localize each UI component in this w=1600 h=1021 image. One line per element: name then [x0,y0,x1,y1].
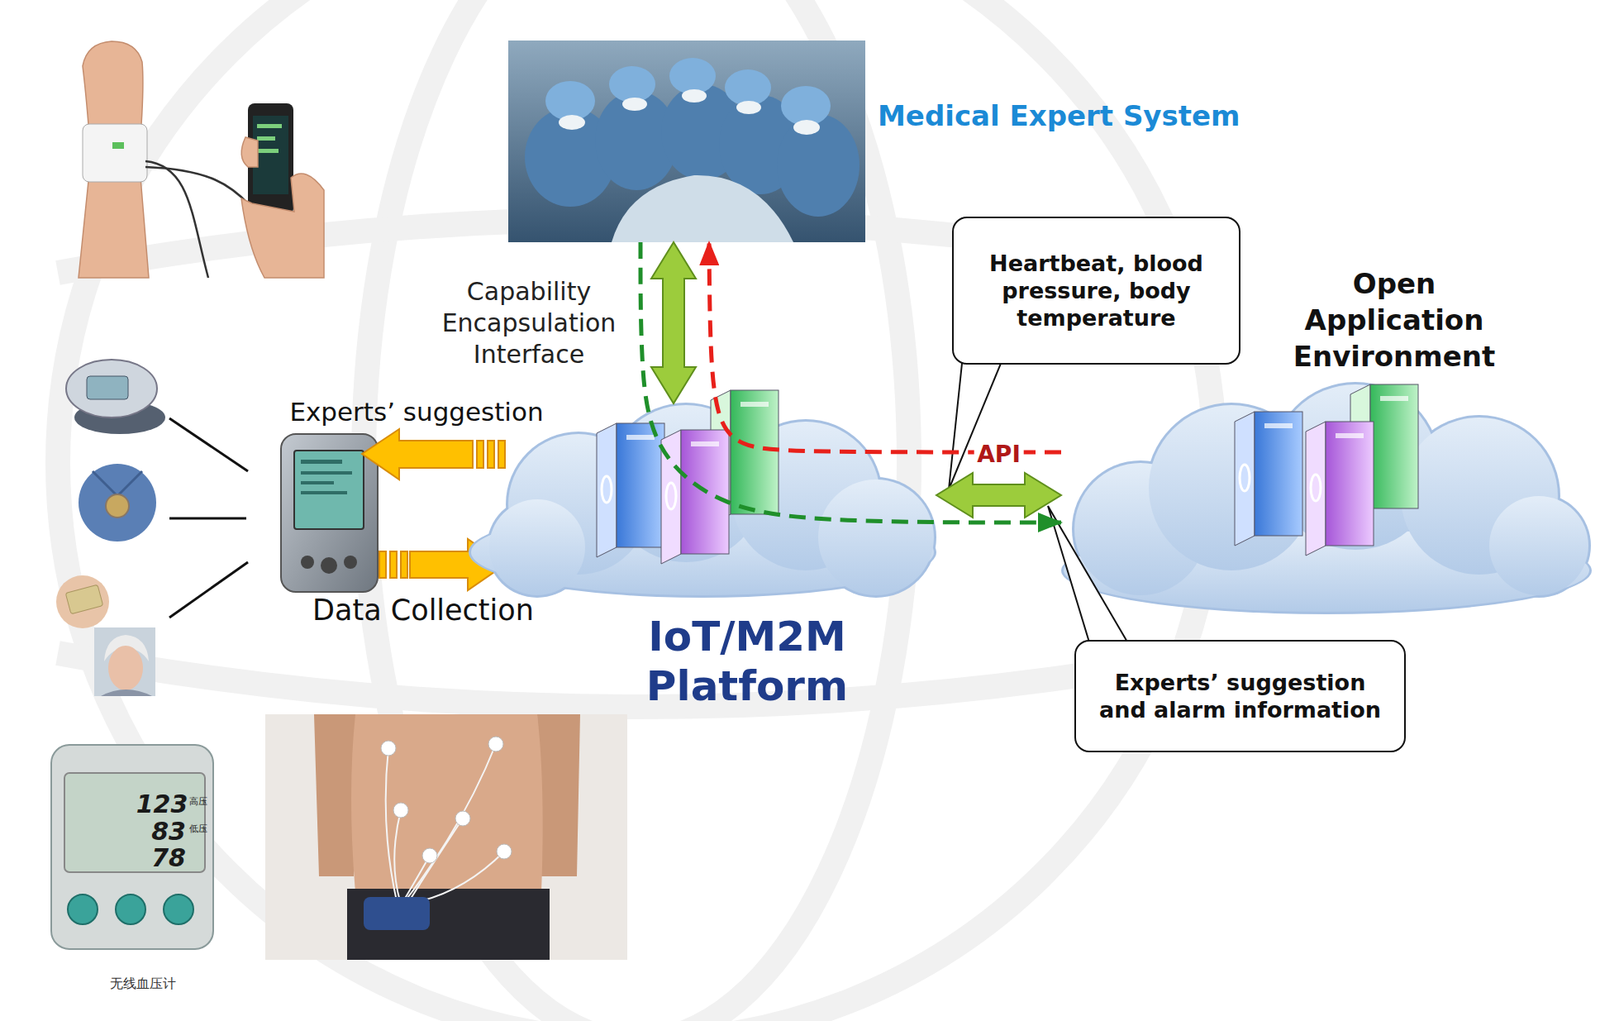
callout-box: Experts’ suggestion and alarm informatio… [1074,639,1406,753]
system-title: Medical Expert System [877,99,1235,133]
lcd-unit: 高压 [189,795,208,807]
shirt-clip-device [78,463,157,542]
cloud-title: IoT/M2M Platform [623,611,872,711]
pda-device [280,433,378,592]
flow-label: Experts’ suggestion [289,396,543,428]
wrist-monitor-photo [78,41,324,278]
cloud-title: Open Application Environment [1270,265,1519,375]
platform-cloud-node: IoT/M2M Platform [471,403,937,596]
capability-interface-arrow [651,242,696,404]
lcd-unit: 低压 [189,823,208,834]
application-cloud [1061,381,1592,615]
card-and-patient [56,575,156,696]
blood-pressure-monitor [51,744,214,949]
globe-watermark [57,0,1215,1021]
edge-label: Capability Encapsulation Interface [425,276,633,371]
lcd-reading: 78 [151,845,186,871]
lcd-reading: 123 [136,791,189,817]
callout-text: Experts’ suggestion and alarm informatio… [1092,668,1388,724]
suggestion-arrow [361,428,505,480]
edge-label: API [973,441,1024,468]
lcd-reading: 83 [151,819,186,844]
api-arrow [936,472,1062,518]
device-links [169,418,248,618]
wrist-device [66,359,166,434]
expert-system-photo: Medical Expert System [508,40,866,243]
application-cloud-node: Open Application Environment [1061,382,1592,613]
holter-photo [265,714,628,960]
callout-text: Heartbeat, blood pressure, body temperat… [970,249,1223,332]
device-caption: 无线血压计 [109,975,177,991]
flow-label: Data Collection [312,592,534,628]
callout-box: Heartbeat, blood pressure, body temperat… [952,216,1241,365]
surgery-photo [508,40,866,243]
